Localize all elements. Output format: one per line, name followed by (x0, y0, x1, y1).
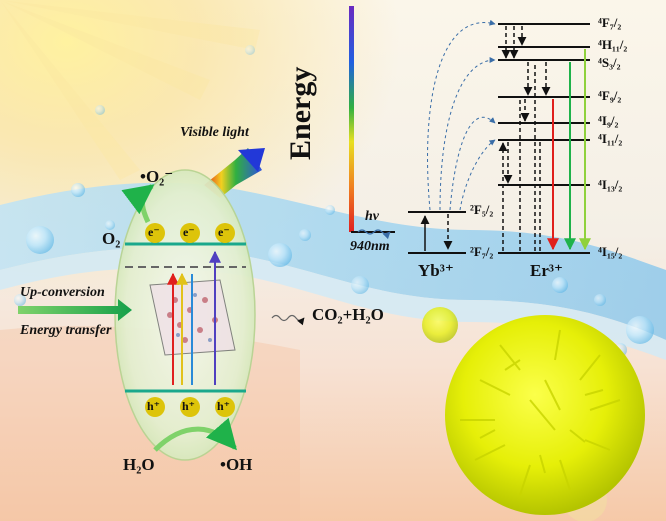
er-level-4i92: ⁴I₉/₂ (598, 113, 619, 128)
oxygen-label: O₂ (102, 229, 121, 248)
er-level-4i112: ⁴I₁₁/₂ (598, 131, 623, 146)
er-level-4h112: ⁴H₁₁/₂ (598, 37, 628, 52)
hv-label: hv (365, 209, 379, 224)
er-level-4f72: ⁴F₇/₂ (598, 15, 622, 30)
water-label: H₂O (123, 455, 155, 474)
er-level-4i152: ⁴I₁₅/₂ (598, 244, 623, 259)
yb-level-2f52: ²F₅/₂ (470, 202, 494, 217)
hole-3: h⁺ (217, 399, 231, 413)
visible-light-label: Visible light (180, 125, 249, 140)
visible-light-icon (204, 148, 265, 198)
products-label: CO₂+H₂O (312, 305, 384, 324)
yb-level-2f72: ²F₇/₂ (470, 244, 494, 259)
up-conversion-label: Up-conversion (20, 285, 105, 300)
bubbles (14, 45, 654, 357)
electron-2: e⁻ (183, 225, 195, 239)
electron-1: e⁻ (148, 225, 160, 239)
small-sphere (422, 307, 458, 343)
up-conversion-arrow (18, 299, 132, 321)
hole-1: h⁺ (147, 399, 161, 413)
wavelength-label: 940nm (350, 239, 390, 254)
electron-3: e⁻ (218, 225, 230, 239)
hole-2: h⁺ (182, 399, 196, 413)
er-level-4s32: ⁴S₃/₂ (598, 55, 621, 70)
nanoflower-sphere (445, 315, 645, 515)
er-ion-label: Er³⁺ (530, 261, 563, 280)
er-level-4i132: ⁴I₁₃/₂ (598, 177, 623, 192)
energy-axis-label: Energy (284, 66, 317, 160)
energy-transfer-label: Energy transfer (20, 323, 112, 338)
hydroxyl-radical-label: •OH (220, 455, 253, 474)
superoxide-radical-label: •O₂⁻ (140, 167, 174, 186)
yb-ion-label: Yb³⁺ (418, 261, 454, 280)
sun-rays (0, 0, 260, 180)
er-level-4f92: ⁴F₉/₂ (598, 88, 622, 103)
energy-axis-bar (349, 6, 354, 232)
